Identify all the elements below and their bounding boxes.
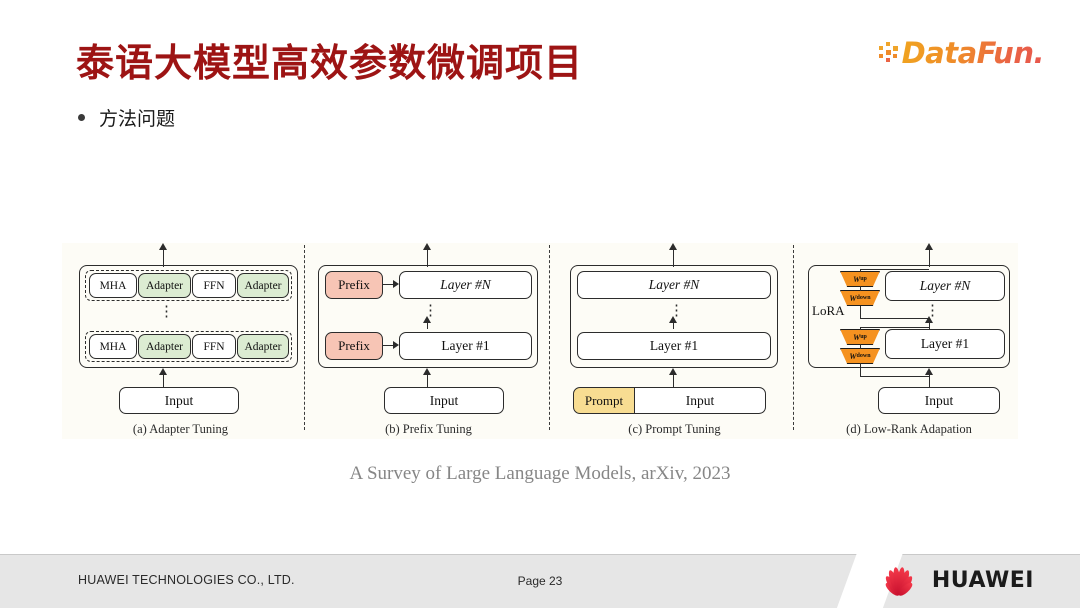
prefix-top-arrow-icon <box>393 280 399 288</box>
input-line <box>427 372 428 388</box>
panel-divider-3 <box>793 245 794 430</box>
transformer-stack-box <box>570 265 778 368</box>
stack-ellipsis: ⋮ <box>925 303 942 319</box>
block-adapter-bottom-1: Adapter <box>138 334 191 359</box>
stack-arrow-icon <box>924 316 933 323</box>
block-layer-bottom: Layer #1 <box>577 332 771 360</box>
block-ffn-bottom: FFN <box>192 334 236 359</box>
layer-bottom-dashed-box <box>85 331 292 362</box>
lora-bottom-out-v <box>860 327 861 330</box>
panel-adapter-tuning: MHA Adapter FFN Adapter ⋮ MHA Adapter FF… <box>62 243 299 439</box>
block-layer-top: Layer #N <box>577 271 771 299</box>
bullet-item: 方法问题 <box>78 104 175 131</box>
block-layer-top: Layer #N <box>399 271 532 299</box>
block-input: Input <box>878 387 1000 414</box>
huawei-flower-icon <box>878 565 920 598</box>
figure-source-caption: A Survey of Large Language Models, arXiv… <box>349 463 731 484</box>
stack-line <box>673 319 674 329</box>
block-layer-bottom: Layer #1 <box>885 329 1005 359</box>
stack-ellipsis: ⋮ <box>159 304 176 320</box>
input-arrow-icon <box>158 368 167 375</box>
output-arrow-icon <box>668 243 677 250</box>
lora-bottom-in-h <box>860 376 929 377</box>
w-down-top-label: W <box>849 293 857 303</box>
input-line <box>163 372 164 388</box>
prefix-bottom-arrow-icon <box>393 341 399 349</box>
block-mha-top: MHA <box>89 273 137 298</box>
input-arrow-icon <box>422 368 431 375</box>
lora-label: LoRA <box>812 303 845 318</box>
input-arrow-icon <box>668 368 677 375</box>
w-up-top-label: W <box>853 274 861 284</box>
page-title: 泰语大模型高效参数微调项目 <box>76 41 584 85</box>
panel-caption-d: (d) Low-Rank Adapation <box>846 422 972 436</box>
transformer-stack-box <box>318 265 538 368</box>
lora-top-in-h <box>860 318 929 319</box>
footer-company: HUAWEI TECHNOLOGIES CO., LTD. <box>78 573 295 587</box>
output-arrow-icon <box>158 243 167 250</box>
prefix-bottom-connector <box>383 345 395 346</box>
prefix-top-connector <box>383 284 395 285</box>
output-line <box>673 245 674 267</box>
input-arrow-icon <box>924 368 933 375</box>
stack-arrow-icon <box>422 316 431 323</box>
block-input: Input <box>119 387 239 414</box>
huawei-wordmark: HUAWEI <box>931 567 1034 593</box>
figure-peft-methods: MHA Adapter FFN Adapter ⋮ MHA Adapter FF… <box>62 243 1018 439</box>
block-layer-top: Layer #N <box>885 271 1005 301</box>
datafun-logo: DataFun. <box>878 36 1045 70</box>
bullet-item-label: 方法问题 <box>99 108 176 130</box>
block-layer-bottom: Layer #1 <box>399 332 532 360</box>
lora-bottom-link <box>860 344 861 349</box>
block-prefix-bottom: Prefix <box>325 332 383 360</box>
lora-bottom-in-v <box>860 363 861 377</box>
footer-divider <box>0 554 1080 555</box>
stack-arrow-icon <box>668 316 677 323</box>
lora-top-in-v <box>860 306 861 319</box>
slide-footer: HUAWEI TECHNOLOGIES CO., LTD. Page 23 HU… <box>0 554 1080 608</box>
layer-top-dashed-box <box>85 270 292 301</box>
stack-ellipsis: ⋮ <box>423 303 440 319</box>
panel-divider-2 <box>549 245 550 430</box>
stack-line <box>427 319 428 329</box>
lora-top-out-v <box>860 269 861 272</box>
w-up-bottom-label: W <box>853 332 861 342</box>
datafun-logo-text: DataFun. <box>901 36 1045 70</box>
input-line <box>929 372 930 388</box>
panel-divider-1 <box>304 245 305 430</box>
lora-top-link <box>860 286 861 291</box>
panel-prompt-tuning: Layer #N ⋮ Layer #1 Prompt Input (c) Pro… <box>556 243 793 439</box>
lora-top-out-h <box>860 269 929 270</box>
block-adapter-top-2: Adapter <box>237 273 289 298</box>
panel-caption-a: (a) Adapter Tuning <box>132 422 229 436</box>
output-line <box>163 245 164 267</box>
bullet-dot-icon <box>78 114 85 121</box>
transformer-stack-box <box>808 265 1010 368</box>
output-line <box>929 245 930 267</box>
block-ffn-top: FFN <box>192 273 236 298</box>
stack-line <box>929 319 930 329</box>
block-input: Input <box>384 387 504 414</box>
output-arrow-icon <box>422 243 431 250</box>
panel-prefix-tuning: Prefix Layer #N ⋮ Prefix Layer #1 Input … <box>310 243 547 439</box>
w-down-bottom-label: W <box>849 351 857 361</box>
block-adapter-top-1: Adapter <box>138 273 191 298</box>
output-arrow-icon <box>924 243 933 250</box>
stack-ellipsis: ⋮ <box>669 303 686 319</box>
panel-caption-c: (c) Prompt Tuning <box>628 422 721 436</box>
footer-page-number: Page 23 <box>517 574 563 588</box>
huawei-logo: HUAWEI <box>878 565 1034 598</box>
input-line <box>673 372 674 388</box>
block-input: Input <box>634 387 766 414</box>
datafun-dots-icon <box>878 42 901 64</box>
block-mha-bottom: MHA <box>89 334 137 359</box>
lora-bottom-out-h <box>860 327 929 328</box>
panel-caption-b: (b) Prefix Tuning <box>385 422 472 436</box>
block-prompt: Prompt <box>573 387 635 414</box>
output-line <box>427 245 428 267</box>
transformer-stack-box <box>79 265 298 368</box>
block-adapter-bottom-2: Adapter <box>237 334 289 359</box>
block-prefix-top: Prefix <box>325 271 383 299</box>
